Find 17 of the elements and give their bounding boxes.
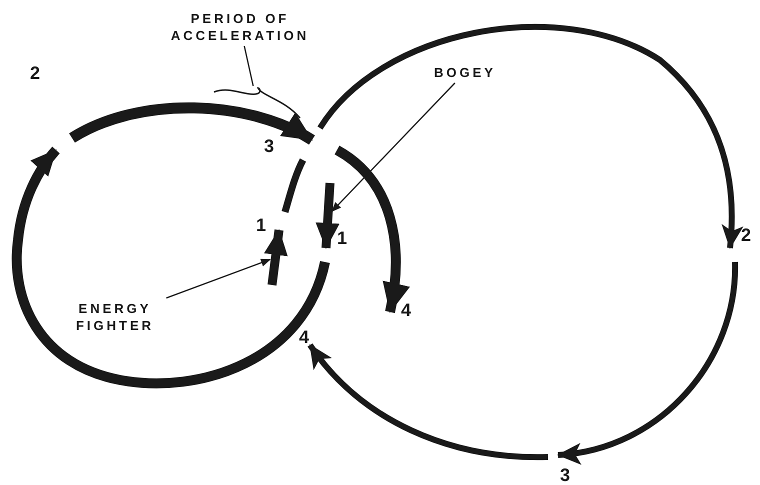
position-number: 4 — [299, 328, 310, 346]
leader-line — [244, 46, 254, 86]
leader-line — [166, 258, 271, 299]
position-number: 3 — [560, 466, 570, 484]
leader-line — [331, 82, 456, 212]
position-number: 2 — [741, 226, 752, 244]
position-number: 1 — [337, 229, 348, 247]
callout-text: PERIOD OF ACCELERATION — [170, 10, 310, 44]
bracket — [214, 87, 301, 118]
position-number: 3 — [264, 137, 274, 155]
position-number: 2 — [30, 64, 40, 82]
callout-text: ENERGY FIGHTER — [60, 300, 170, 334]
aircraft-arrow — [264, 229, 288, 286]
callout-text: BOGEY — [430, 64, 500, 81]
position-number: 1 — [256, 216, 266, 234]
position-number: 4 — [401, 301, 412, 319]
aircraft-arrow — [316, 182, 340, 249]
